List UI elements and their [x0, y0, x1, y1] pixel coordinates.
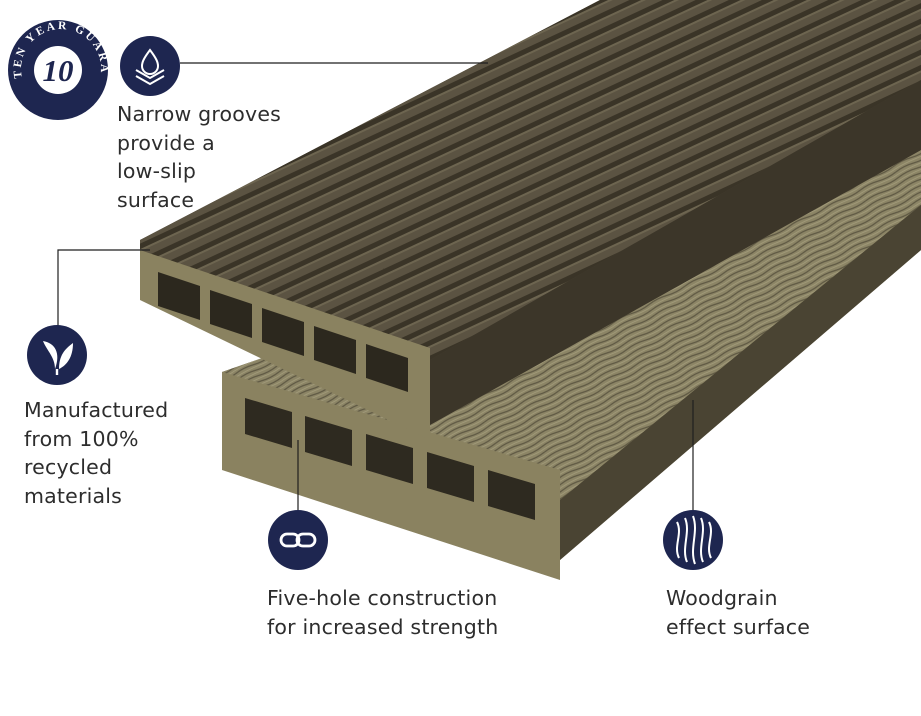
woodgrain-board-holes	[245, 398, 535, 520]
feature-label-line: provide a	[117, 130, 215, 155]
feature-label-line: materials	[24, 483, 123, 508]
feature-label-line: Narrow grooves	[117, 102, 282, 126]
feature-label-grooves: Narrow grooves provide a low-slip surfac…	[117, 100, 281, 214]
feature-label-recycled: Manufactured from 100% recycled material…	[24, 396, 168, 510]
grooved-board-edge	[430, 80, 921, 425]
woodgrain-board-edge	[560, 205, 921, 560]
leader-line-recycled	[57, 249, 150, 328]
feature-label-five-hole: Five-hole construction for increased str…	[267, 584, 498, 641]
leaf-icon	[27, 325, 87, 385]
badge-number: 10	[43, 53, 74, 88]
guarantee-badge: TEN YEAR GUARANTEE 10	[0, 0, 108, 120]
grooved-board	[140, 0, 921, 440]
feature-label-line: for increased strength	[267, 614, 499, 639]
feature-label-woodgrain: Woodgrain effect surface	[666, 584, 810, 641]
feature-label-line: from 100%	[24, 426, 139, 451]
feature-label-line: Five-hole construction	[267, 586, 498, 610]
grooved-board-surface	[140, 0, 921, 360]
feature-label-line: recycled	[24, 455, 113, 479]
feature-label-line: Manufactured	[24, 398, 169, 422]
feature-label-line: Woodgrain	[666, 586, 778, 610]
feature-label-line: effect surface	[666, 614, 811, 639]
chain-link-icon	[268, 510, 328, 570]
grooved-board-holes	[158, 272, 408, 392]
feature-label-line: surface	[117, 187, 195, 212]
badge-inner-circle	[34, 46, 82, 94]
feature-label-line: low-slip	[117, 159, 197, 183]
woodgrain-icon	[663, 510, 723, 570]
leader-lines	[57, 62, 694, 512]
water-drop-layers-icon	[120, 36, 180, 96]
